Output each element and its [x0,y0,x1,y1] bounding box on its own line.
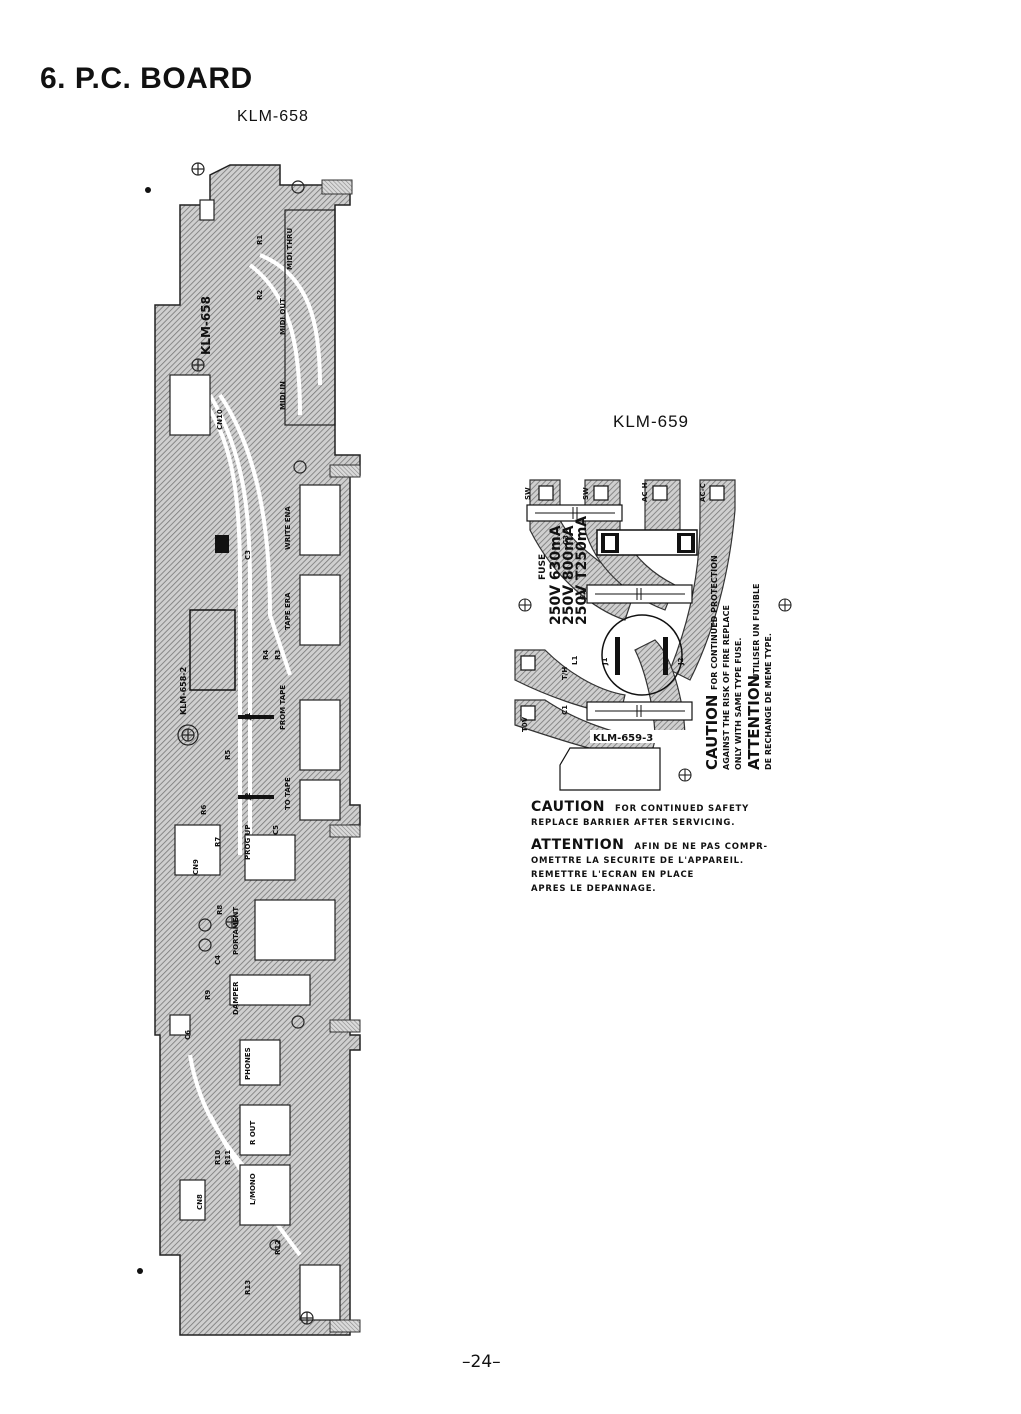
silkscreen-klm659: KLM-659-3 [593,733,653,744]
svg-text:AC-C: AC-C [699,483,707,502]
svg-text:R2: R2 [256,290,264,300]
svg-text:R7: R7 [214,837,222,847]
registration-dot [137,1268,143,1274]
svg-text:J2: J2 [677,657,685,666]
fuse-label: FUSE [538,554,548,580]
svg-text:R8: R8 [216,905,224,915]
board-label-klm658: KLM-658 [237,108,309,125]
svg-text:R12: R12 [274,1240,282,1255]
svg-text:CN10: CN10 [216,409,224,430]
svg-text:R11: R11 [224,1150,232,1165]
pcb-klm658: KLM-658 KLM-658-2 MIDI THRU MIDI OUT MID… [154,162,361,1336]
svg-text:DAMPER: DAMPER [232,981,240,1015]
svg-text:C2: C2 [579,590,587,600]
svg-text:T/H: T/H [561,667,569,680]
fuse-rating-1: 250V 630mA [548,525,564,625]
svg-text:FROM TAPE: FROM TAPE [279,685,287,730]
svg-text:R5: R5 [224,750,232,760]
svg-text:J1: J1 [244,712,252,721]
svg-text:R1: R1 [256,235,264,245]
svg-text:C3: C3 [244,550,252,560]
svg-text:FOR CONTINUED PROTECTION: FOR CONTINUED PROTECTION [710,555,719,690]
svg-text:R10: R10 [214,1150,222,1165]
attention-vertical-heading: ATTENTION [745,675,763,770]
caution-heading: CAUTION [531,799,605,815]
svg-text:C4: C4 [214,955,222,965]
svg-text:J2: J2 [244,792,252,801]
svg-text:R9: R9 [204,990,212,1000]
svg-text:ONLY WITH SAME TYPE FUSE.: ONLY WITH SAME TYPE FUSE. [734,638,743,770]
svg-text:J1: J1 [601,657,609,666]
registration-dot [145,187,151,193]
svg-text:MIDI OUT: MIDI OUT [279,298,287,335]
fuse-rating-2: 250V 800mA [561,525,577,625]
svg-text:R6: R6 [200,805,208,815]
svg-text:PHONES: PHONES [244,1047,252,1080]
fuse-rating-3: 250V T250mA [574,516,590,625]
svg-text:L1: L1 [571,656,579,665]
svg-text:UTILISER UN FUSIBLE: UTILISER UN FUSIBLE [752,583,761,680]
svg-text:R13: R13 [244,1280,252,1295]
svg-text:C5: C5 [272,825,280,835]
svg-text:SW: SW [582,487,590,500]
side-marking: KLM-658-2 [179,667,188,715]
svg-text:CN8: CN8 [196,1194,204,1210]
svg-text:C3: C3 [562,535,570,545]
svg-text:R OUT: R OUT [249,1121,257,1145]
svg-text:R4: R4 [262,650,270,660]
page-number: –24– [462,1352,501,1372]
svg-text:AC-H: AC-H [641,482,649,502]
svg-text:TO TAPE: TO TAPE [284,777,292,810]
pcb-klm659: KLM-659-3 SW SW AC-H AC-C T/H T0V C3 C2 … [514,479,792,791]
svg-text:R3: R3 [274,650,282,660]
svg-text:TAPE ERA: TAPE ERA [284,592,292,630]
svg-text:DE RECHANGE DE MEME TYPE.: DE RECHANGE DE MEME TYPE. [764,633,773,770]
svg-text:MIDI IN: MIDI IN [279,381,287,410]
svg-text:L/MONO: L/MONO [249,1173,257,1205]
caution-vertical-heading: CAUTION [703,695,721,770]
page-title: 6. P.C. BOARD [40,62,253,95]
svg-text:PORTAMENT: PORTAMENT [232,907,240,955]
svg-text:WRITE ENA: WRITE ENA [284,506,292,550]
svg-text:AGAINST THE RISK OF FIRE REPLA: AGAINST THE RISK OF FIRE REPLACE [722,605,731,770]
silkscreen-klm658: KLM-658 [199,296,213,355]
attention-heading: ATTENTION [531,837,625,853]
svg-text:MIDI THRU: MIDI THRU [286,228,294,270]
svg-text:SW: SW [524,487,532,500]
svg-text:T0V: T0V [521,716,529,732]
svg-text:PROG UP: PROG UP [244,825,252,860]
svg-text:C6: C6 [184,1030,192,1040]
board-label-klm659: KLM-659 [613,412,689,431]
svg-text:C1: C1 [561,705,569,715]
svg-text:CN9: CN9 [192,859,200,875]
